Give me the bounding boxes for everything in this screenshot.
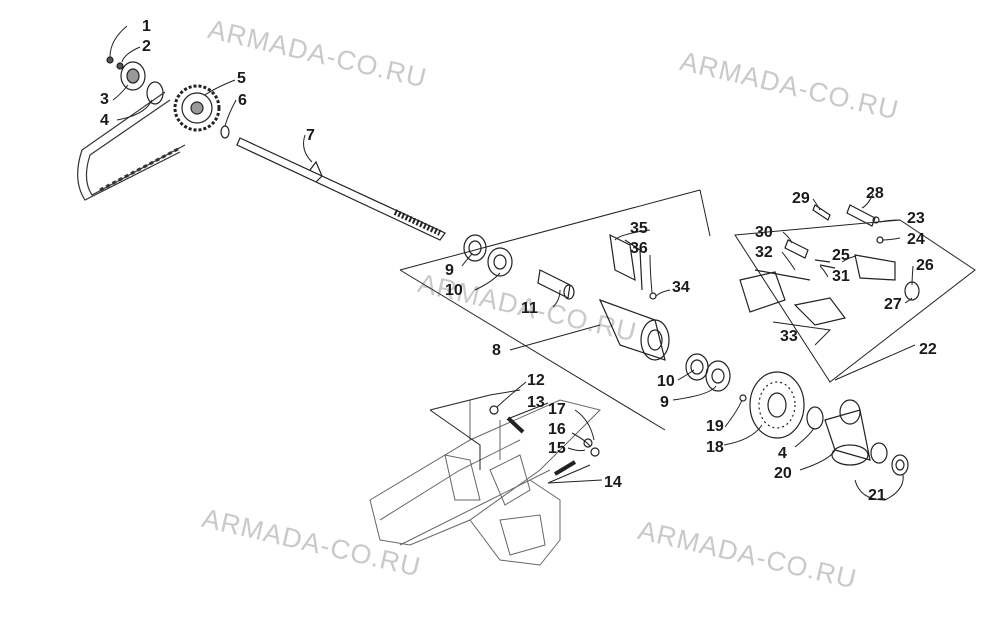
callout-25: 25 (832, 247, 850, 264)
callout-8: 8 (492, 342, 501, 359)
caliper-assembly (739, 204, 920, 326)
callout-14: 14 (604, 474, 622, 491)
callout-20: 20 (774, 465, 792, 482)
callout-4: 4 (778, 445, 787, 462)
callout-32: 32 (755, 244, 773, 261)
callout-21: 21 (868, 487, 886, 504)
callout-36: 36 (630, 240, 648, 257)
disc-bolt (739, 394, 747, 402)
callout-6: 6 (238, 92, 247, 109)
callout-3: 3 (100, 91, 109, 108)
drive-hub (106, 56, 164, 105)
callout-28: 28 (866, 185, 884, 202)
callout-24: 24 (907, 231, 925, 248)
wheel-hub (824, 399, 871, 466)
callout-5: 5 (237, 70, 246, 87)
frame-drawing (369, 399, 601, 566)
callout-26: 26 (916, 257, 934, 274)
axle-shaft (236, 137, 446, 241)
bearing-housing (598, 233, 670, 361)
callout-17: 17 (548, 401, 566, 418)
callout-31: 31 (832, 268, 850, 285)
callout-10: 10 (657, 373, 675, 390)
callout-12: 12 (527, 372, 545, 389)
callout-11: 11 (521, 300, 538, 317)
callout-10: 10 (445, 282, 463, 299)
callout-1: 1 (142, 18, 151, 35)
callout-27: 27 (884, 296, 902, 313)
callout-13: 13 (527, 394, 545, 411)
callout-22: 22 (919, 341, 937, 358)
callout-30: 30 (755, 224, 773, 241)
axle-nuts (870, 442, 909, 476)
callout-34: 34 (672, 279, 690, 296)
drive-chain (77, 91, 186, 201)
bolt-set (489, 405, 600, 476)
callout-16: 16 (548, 421, 566, 438)
callout-9: 9 (660, 394, 669, 411)
callout-19: 19 (706, 418, 724, 435)
callout-35: 35 (630, 220, 648, 237)
sprocket (173, 84, 221, 132)
callout-18: 18 (706, 439, 724, 456)
brake-disc (749, 371, 805, 439)
callout-2: 2 (142, 38, 151, 55)
callout-9: 9 (445, 262, 454, 279)
callout-29: 29 (792, 190, 810, 207)
callout-15: 15 (548, 440, 566, 457)
callout-33: 33 (780, 328, 798, 345)
callout-4: 4 (100, 112, 109, 129)
spacer-tube (537, 269, 575, 300)
callout-23: 23 (907, 210, 925, 227)
snap-ring-right (806, 406, 824, 430)
bearing-pair-right (685, 353, 731, 392)
callout-7: 7 (306, 127, 315, 144)
snap-ring (220, 125, 230, 139)
